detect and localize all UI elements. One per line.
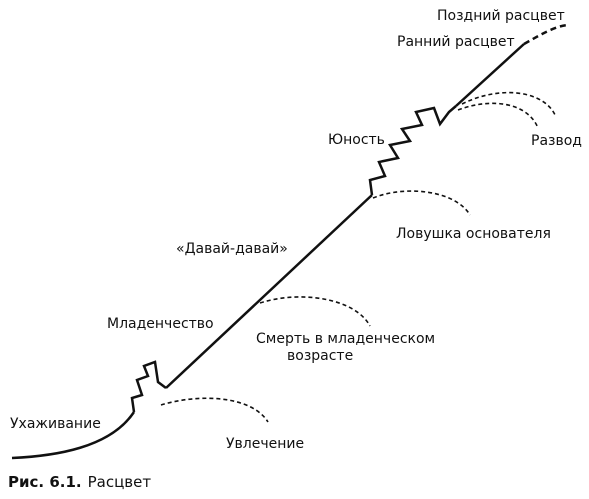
figure-title: Расцвет: [87, 473, 152, 491]
growth-line: [165, 194, 373, 389]
label-infancy: Младенчество: [107, 316, 214, 332]
prime-line: [455, 43, 525, 107]
figure-number: Рис. 6.1.: [8, 473, 82, 491]
courtship-curve: [11, 411, 136, 460]
lifecycle-diagram: Ухаживание Младенчество «Давай-давай» Юн…: [10, 8, 582, 460]
figure-caption: Рис. 6.1. Расцвет: [8, 473, 151, 491]
adolescence-zigzag: [368, 105, 457, 196]
label-founder-trap: Ловушка основателя: [396, 226, 551, 242]
divorce-branch-upper: [461, 91, 557, 118]
label-infant-mortality-2: возрасте: [287, 348, 353, 364]
founder-trap-branch: [372, 190, 471, 216]
label-prime-early: Ранний расцвет: [397, 34, 515, 50]
label-divorce: Развод: [531, 133, 582, 149]
label-affair: Увлечение: [226, 436, 304, 452]
affair-branch: [160, 397, 269, 423]
label-prime-late: Поздний расцвет: [437, 8, 565, 24]
label-infant-mortality-1: Смерть в младенческом: [256, 331, 435, 347]
label-adolescence: Юность: [328, 132, 385, 148]
label-courtship: Ухаживание: [10, 416, 101, 432]
divorce-branch-lower: [457, 102, 539, 129]
late-prime-dashed: [523, 23, 569, 46]
label-gogo: «Давай-давай»: [176, 241, 288, 257]
infant-mortality-branch: [259, 296, 371, 327]
infancy-zigzag: [130, 360, 167, 413]
